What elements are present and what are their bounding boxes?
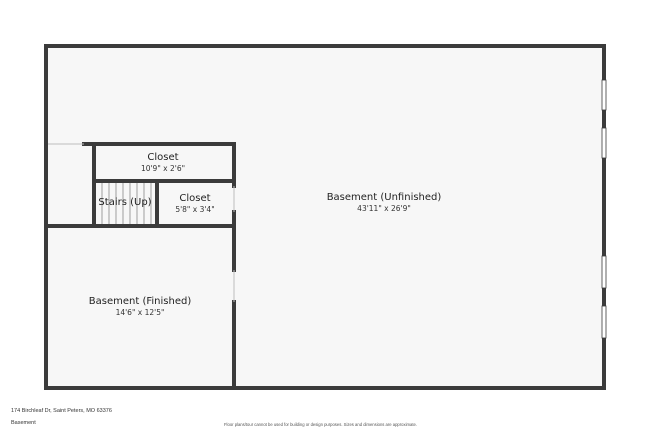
room-dims-closet-small: 5'8" x 3'4" — [175, 205, 214, 214]
disclaimer: Floor plans/tour cannot be used for buil… — [224, 422, 417, 427]
window-1 — [601, 79, 607, 111]
window-4 — [601, 305, 607, 339]
openings — [48, 143, 235, 302]
room-name-closet-small: Closet — [179, 193, 210, 204]
room-name-closet-top: Closet — [147, 152, 178, 163]
room-dims-closet-top: 10'9" x 2'6" — [141, 164, 185, 173]
floor-name: Basement — [11, 420, 36, 426]
property-address: 174 Birchleaf Dr, Saint Peters, MO 63376 — [11, 408, 112, 414]
walls — [44, 44, 606, 390]
window-2 — [601, 127, 607, 159]
window-3 — [601, 255, 607, 289]
room-dims-basement-unfinished: 43'11" x 26'9" — [357, 204, 411, 213]
floor-area — [46, 46, 604, 388]
stair-treads — [101, 183, 152, 224]
room-name-stairs: Stairs (Up) — [98, 197, 151, 208]
windows — [601, 79, 607, 339]
room-name-basement-finished: Basement (Finished) — [89, 296, 192, 307]
room-name-basement-unfinished: Basement (Unfinished) — [327, 192, 442, 203]
room-dims-basement-finished: 14'6" x 12'5" — [116, 308, 165, 317]
